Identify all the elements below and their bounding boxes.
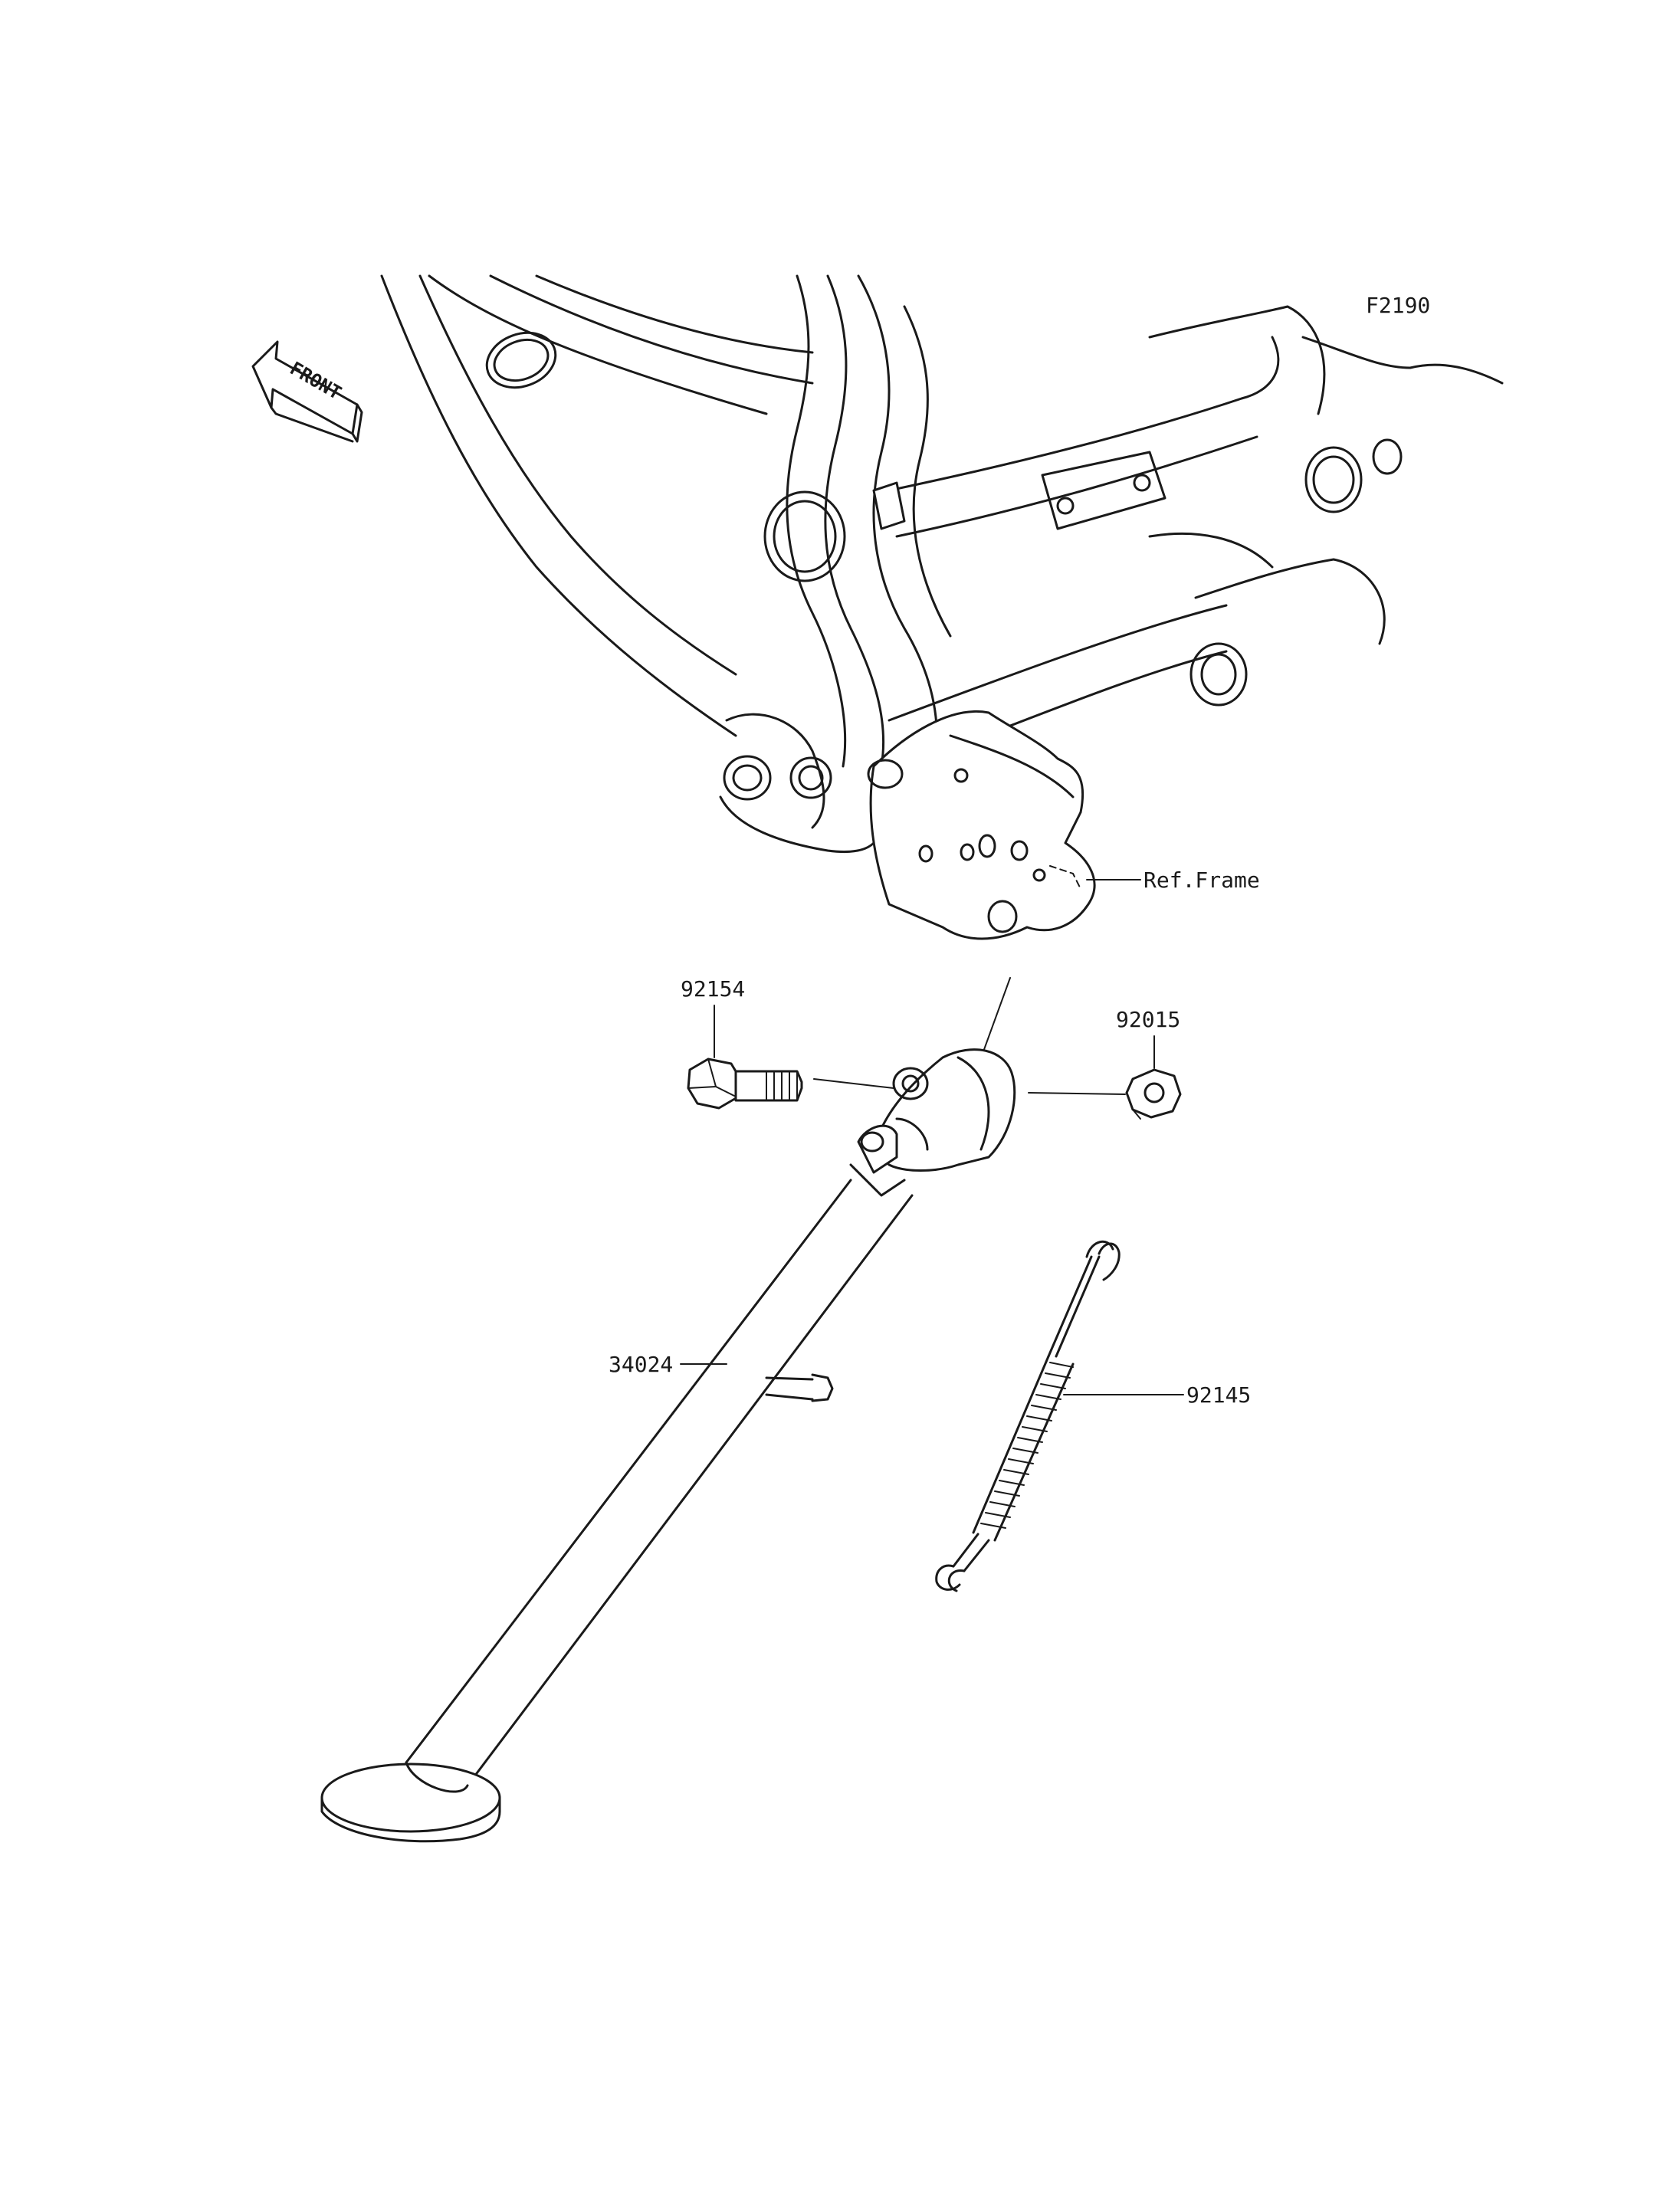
- part-label-34024: 34024: [609, 1352, 673, 1377]
- part-label-92154: 92154: [681, 976, 745, 1002]
- part-label-92015: 92015: [1116, 1007, 1180, 1032]
- stand-bracket: [867, 710, 1096, 940]
- figure-code: F2190: [1366, 293, 1430, 318]
- bolt-92154: [687, 1058, 803, 1110]
- front-arrow-icon: FRONT: [251, 340, 363, 443]
- part-label-92145: 92145: [1186, 1382, 1251, 1408]
- side-stand-34024: [320, 1048, 1016, 1843]
- spring-92145: [935, 1240, 1121, 1592]
- ref-frame-label: Ref.Frame: [1144, 867, 1260, 893]
- frame-assembly: [380, 274, 1504, 854]
- nut-92015: [1125, 1068, 1182, 1120]
